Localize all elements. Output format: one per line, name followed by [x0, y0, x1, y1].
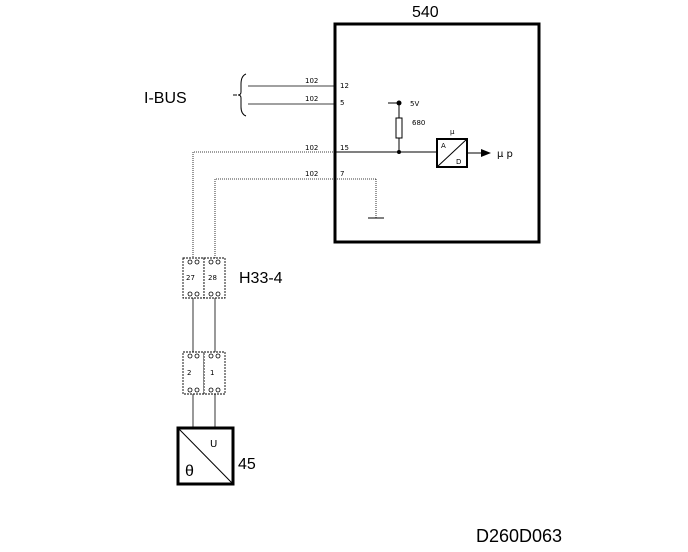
h33-terminal	[215, 259, 221, 265]
output-arrow-icon	[481, 149, 491, 157]
pin-5: 5	[340, 99, 344, 107]
sensor-u-label: U	[210, 439, 217, 450]
pin-12: 12	[340, 82, 349, 90]
supply-voltage: 5V	[410, 100, 419, 108]
pullup-resistor	[395, 117, 403, 139]
module-540-label: 540	[412, 4, 439, 21]
h33-terminal	[187, 259, 193, 265]
h33-terminal	[208, 291, 214, 297]
converter-d: D	[456, 158, 461, 166]
wire-pin15-to-h33	[192, 151, 335, 258]
output-label: μ p	[497, 149, 513, 160]
sensor-conn-terminal	[194, 353, 200, 359]
sensor-theta-label: θ	[185, 463, 194, 480]
ibus-label: I-BUS	[144, 90, 187, 107]
sensor-45-label: 45	[238, 456, 256, 473]
sensor-conn-terminal	[187, 353, 193, 359]
wire-code-pin15: 102	[305, 144, 318, 152]
h33-connector-right	[203, 257, 226, 299]
h33-label: H33-4	[239, 270, 283, 287]
pin-15: 15	[340, 144, 349, 152]
pin-7: 7	[340, 170, 344, 178]
resistor-value: 680	[412, 119, 425, 127]
sensor-conn-terminal	[208, 353, 214, 359]
sensor-conn-terminal	[215, 353, 221, 359]
h33-terminal	[194, 291, 200, 297]
converter-name: μ	[450, 128, 455, 136]
module-540-box	[333, 22, 541, 244]
ibus-brace	[237, 73, 247, 117]
sensor-conn-terminal	[215, 387, 221, 393]
h33-pin-28: 28	[208, 274, 217, 282]
drawing-id: D260D063	[476, 526, 562, 546]
h33-pin-27: 27	[186, 274, 195, 282]
h33-terminal	[194, 259, 200, 265]
sensor-conn-terminal	[208, 387, 214, 393]
sensor-conn-pin-1: 1	[210, 369, 214, 377]
sensor-conn-terminal	[187, 387, 193, 393]
h33-terminal	[208, 259, 214, 265]
h33-terminal	[215, 291, 221, 297]
wire-code-pin12: 102	[305, 77, 318, 85]
junction-node	[397, 150, 401, 154]
ad-converter-diagonal	[436, 138, 468, 168]
wire-pin7-to-h33	[214, 178, 335, 258]
sensor-connector-right	[203, 351, 226, 395]
sensor-conn-terminal	[194, 387, 200, 393]
sensor-45-diagonal	[177, 427, 234, 485]
sensor-conn-pin-2: 2	[187, 369, 191, 377]
h33-terminal	[187, 291, 193, 297]
converter-a: A	[441, 142, 446, 150]
wire-code-pin5: 102	[305, 95, 318, 103]
wire-code-pin7: 102	[305, 170, 318, 178]
